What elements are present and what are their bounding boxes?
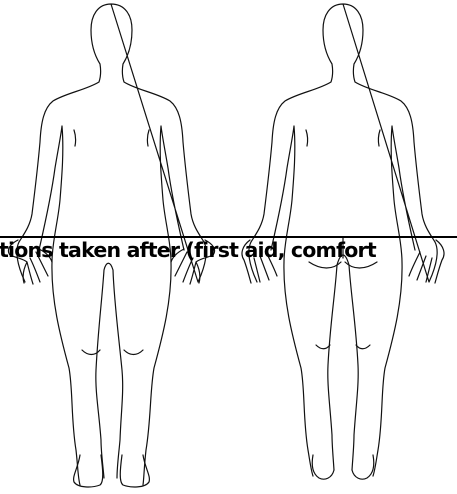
back-scapula-marks xyxy=(306,130,380,146)
back-knee-marks xyxy=(316,345,370,349)
back-right-heel xyxy=(352,455,374,479)
section-heading: tions taken after (first aid, comfort xyxy=(0,237,376,263)
back-left-heel xyxy=(312,455,334,479)
front-knee-marks xyxy=(82,350,143,355)
front-chest-marks xyxy=(74,130,149,146)
